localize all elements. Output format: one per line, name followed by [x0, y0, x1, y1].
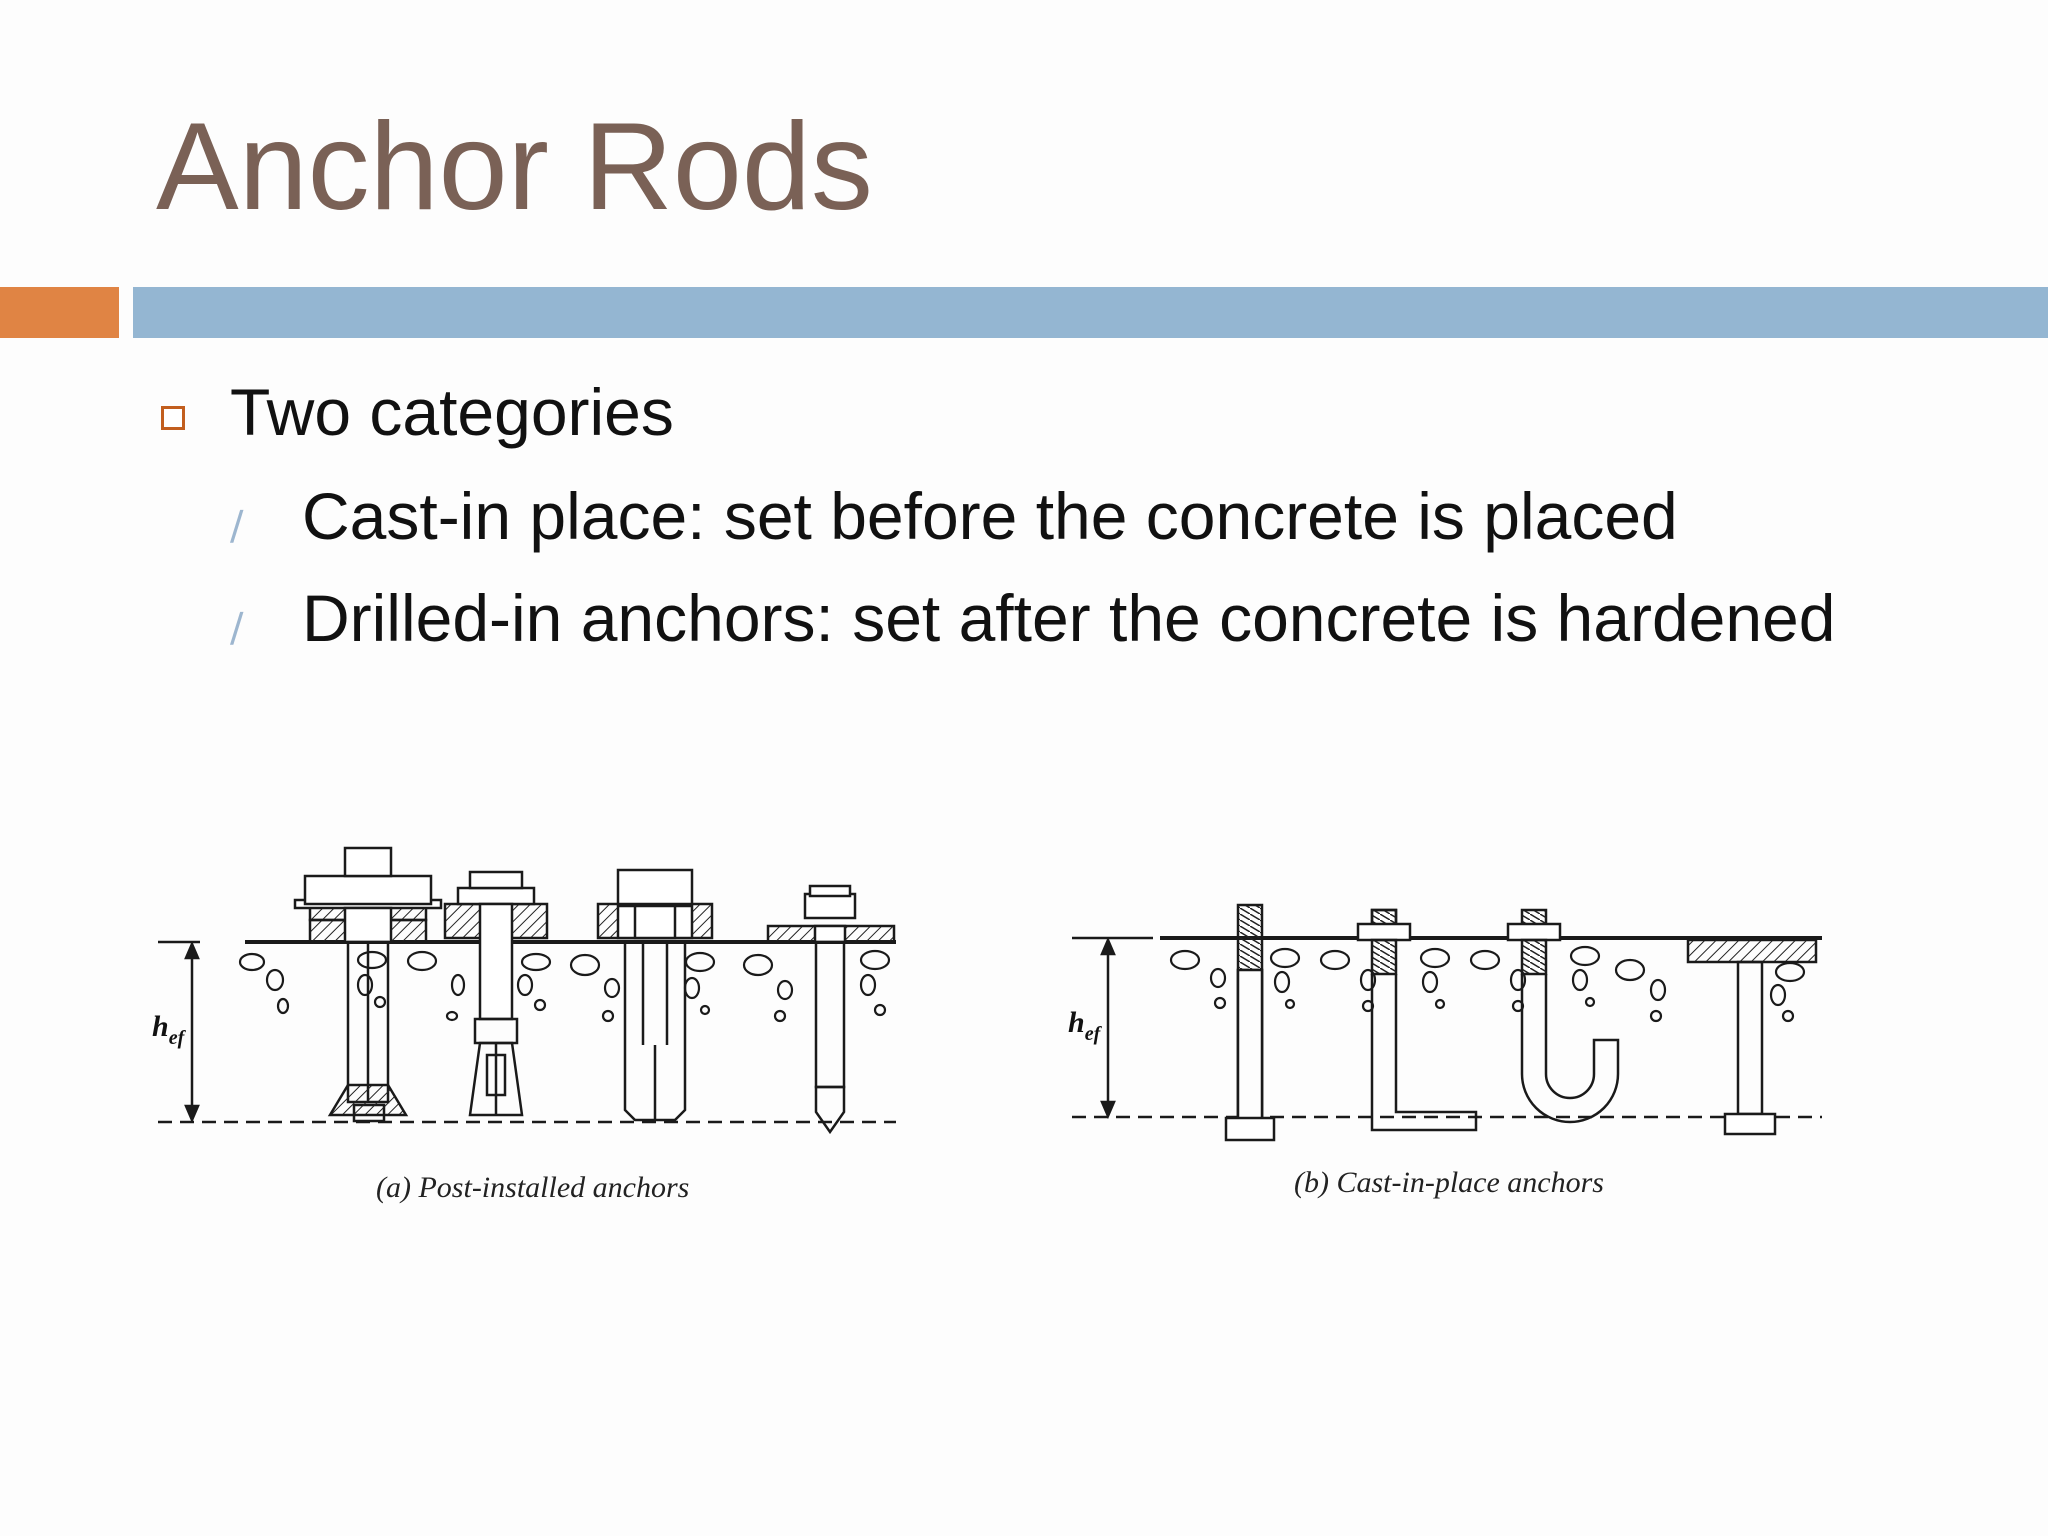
post-installed-anchors-diagram: [158, 846, 896, 1135]
slide-title: Anchor Rods: [156, 98, 873, 236]
hef-label-right: hef: [1068, 1006, 1103, 1045]
slash-dash-icon: ∕: [230, 503, 244, 549]
right-caption: (b) Cast-in-place anchors: [1294, 1166, 1604, 1199]
hef-label-left: hef: [152, 1010, 187, 1049]
cast-in-place-anchors-diagram: [1072, 903, 1822, 1142]
title-divider-bar: [133, 287, 2048, 338]
slash-dash-icon: ∕: [230, 605, 244, 651]
sub-bullet-text: Drilled-in anchors: set after the concre…: [302, 581, 1836, 655]
left-caption: (a) Post-installed anchors: [376, 1171, 689, 1204]
bullet-text: Two categories: [230, 375, 674, 449]
sub-bullet-text: Cast-in place: set before the concrete i…: [302, 479, 1678, 553]
square-outline-icon: [161, 406, 185, 430]
title-accent-bar: [0, 287, 119, 338]
anchor-figure: hef (a) Post-installed anchors: [140, 830, 1840, 1230]
